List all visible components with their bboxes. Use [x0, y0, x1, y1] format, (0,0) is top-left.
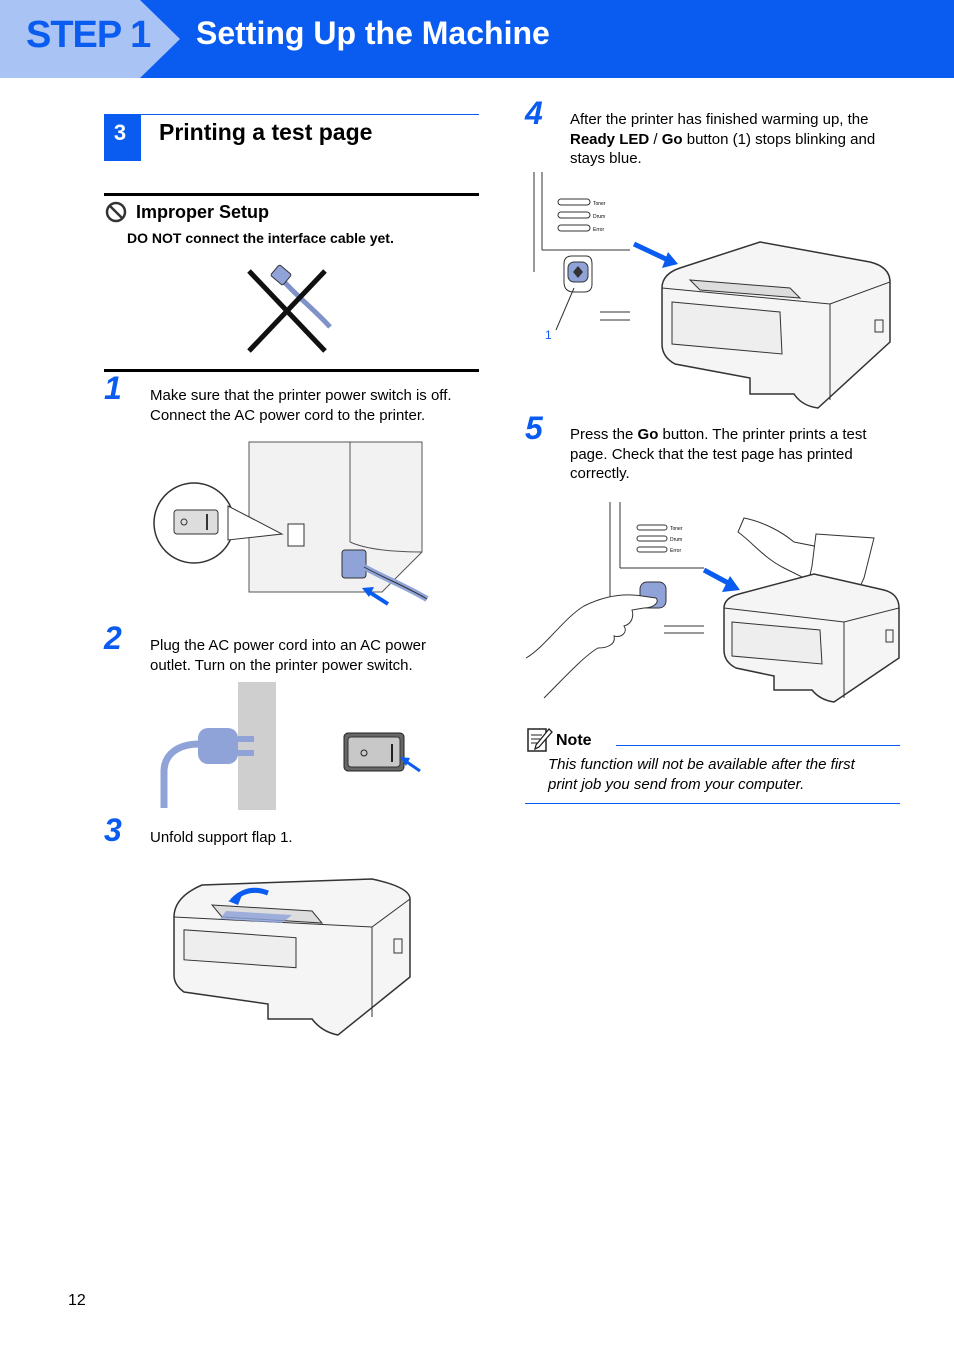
improper-bottom-rule — [104, 369, 479, 372]
step-4-number: 4 — [525, 95, 543, 131]
note-pencil-icon — [527, 728, 553, 752]
page-title: Setting Up the Machine — [196, 15, 550, 51]
step-2-text: Plug the AC power cord into an AC power … — [150, 637, 426, 674]
no-cable-illustration — [247, 264, 332, 353]
section-number-badge: 3 — [104, 114, 141, 161]
printer-go-button-illustration: Toner Drum Error — [525, 502, 900, 703]
power-switch-illustration — [153, 441, 429, 606]
svg-text:Drum: Drum — [670, 537, 682, 543]
step-1-number: 1 — [104, 370, 122, 406]
svg-text:Drum: Drum — [593, 214, 605, 220]
printer-ready-led-illustration: Toner Drum Error 1 — [533, 172, 891, 409]
step-2-number: 2 — [104, 620, 122, 656]
section-line — [104, 114, 479, 115]
step-4-text: After the printer has finished warming u… — [570, 111, 876, 167]
note-text: This function will not be available afte… — [548, 756, 855, 793]
note-title: Note — [556, 732, 592, 749]
svg-text:Error: Error — [670, 548, 681, 554]
svg-text:Toner: Toner — [670, 526, 683, 532]
step-label: STEP 1 — [26, 14, 151, 56]
step-3-number: 3 — [104, 812, 122, 848]
svg-text:Toner: Toner — [593, 201, 606, 207]
note-bottom-line — [525, 803, 900, 804]
section-title: Printing a test page — [159, 119, 373, 145]
step-tab — [0, 0, 180, 78]
step-5-text: Press the Go button. The printer prints … — [570, 426, 867, 482]
page-number: 12 — [68, 1292, 86, 1309]
improper-top-rule — [104, 193, 479, 196]
improper-setup-title: Improper Setup — [136, 202, 270, 222]
printer-support-flap-illustration — [173, 878, 411, 1036]
plug-in-illustration — [160, 682, 421, 810]
svg-text:1: 1 — [545, 328, 552, 342]
step-5-number: 5 — [525, 410, 543, 446]
improper-setup-text: DO NOT connect the interface cable yet. — [127, 230, 394, 246]
note-title-line — [616, 745, 900, 746]
svg-text:Error: Error — [593, 227, 604, 233]
step-1-text: Make sure that the printer power switch … — [150, 387, 452, 424]
prohibited-icon — [105, 201, 127, 223]
step-3-text: Unfold support flap 1. — [150, 829, 293, 846]
